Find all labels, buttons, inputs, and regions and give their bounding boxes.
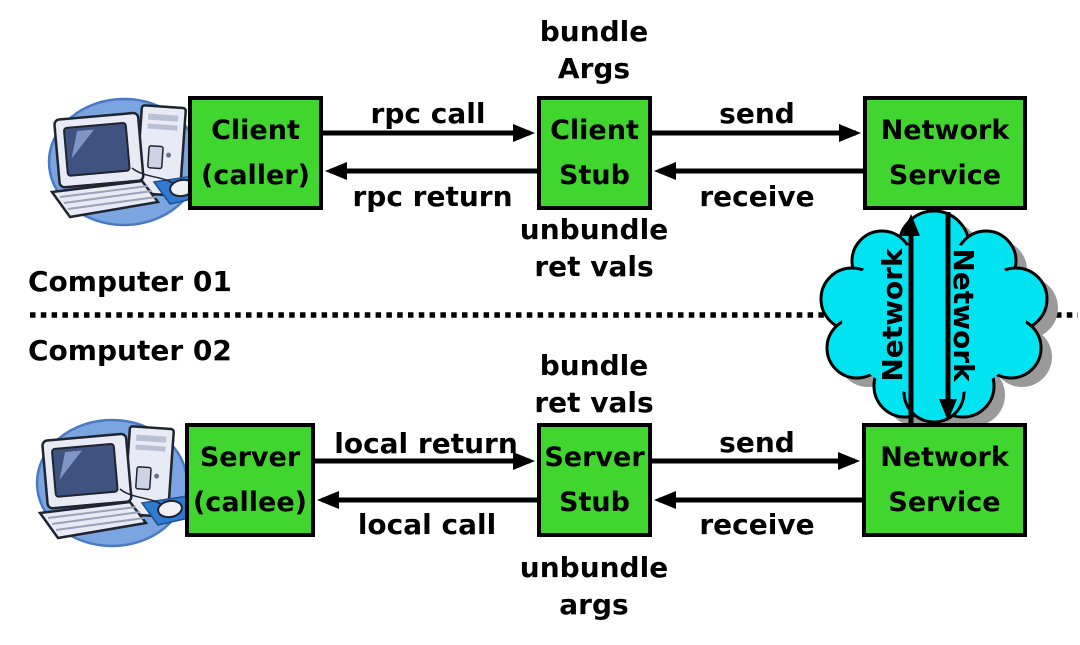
rpc-return-label: rpc return <box>352 180 513 213</box>
bundle-ret-vals-line2: ret vals <box>534 386 654 419</box>
computer-02-label: Computer 02 <box>28 334 232 367</box>
network-cloud <box>819 209 1049 424</box>
server-stub-line2: Stub <box>559 487 630 518</box>
server-box-line2: (callee) <box>192 487 308 518</box>
unbundle-args-line1: unbundle <box>519 551 669 584</box>
client-stub-line1: Client <box>550 115 639 146</box>
client-stub-line2: Stub <box>559 160 630 191</box>
local-return-label: local return <box>334 427 518 460</box>
computer-01-label: Computer 01 <box>28 265 232 298</box>
bundle-ret-vals-label: bundle ret vals <box>504 347 684 421</box>
bundle-args-line1: bundle <box>539 15 649 48</box>
server-box: Server (callee) <box>185 423 315 537</box>
client-box-line2: (caller) <box>200 160 311 191</box>
network-down-label: Network <box>947 248 980 382</box>
network-service-top-box: Network Service <box>863 96 1027 210</box>
client-box: Client (caller) <box>188 96 323 210</box>
unbundle-ret-vals-label: unbundle ret vals <box>504 211 684 285</box>
network-service-top-line1: Network <box>880 115 1010 146</box>
bundle-args-line2: Args <box>557 52 631 85</box>
client-box-line1: Client <box>211 115 300 146</box>
receive-top-label: receive <box>699 180 815 213</box>
unbundle-args-line2: args <box>559 588 629 621</box>
bundle-ret-vals-line1: bundle <box>539 349 649 382</box>
unbundle-ret-vals-line2: ret vals <box>534 250 654 283</box>
network-service-bottom-box: Network Service <box>862 423 1027 537</box>
network-service-bottom-line2: Service <box>888 487 1001 518</box>
bundle-args-label: bundle Args <box>504 13 684 87</box>
unbundle-args-label: unbundle args <box>504 549 684 623</box>
send-bottom-label: send <box>719 426 795 459</box>
unbundle-ret-vals-line1: unbundle <box>519 213 669 246</box>
server-stub-box: Server Stub <box>537 423 652 537</box>
computer-icon <box>35 418 204 548</box>
network-up-label: Network <box>876 248 909 382</box>
network-service-bottom-line1: Network <box>880 442 1009 473</box>
server-stub-line1: Server <box>544 442 645 473</box>
server-box-line1: Server <box>199 442 301 473</box>
client-stub-box: Client Stub <box>537 96 652 210</box>
network-service-top-line2: Service <box>888 160 1002 191</box>
rpc-call-label: rpc call <box>370 97 486 130</box>
receive-bottom-label: receive <box>699 508 815 541</box>
send-top-label: send <box>719 97 795 130</box>
local-call-label: local call <box>357 508 497 541</box>
